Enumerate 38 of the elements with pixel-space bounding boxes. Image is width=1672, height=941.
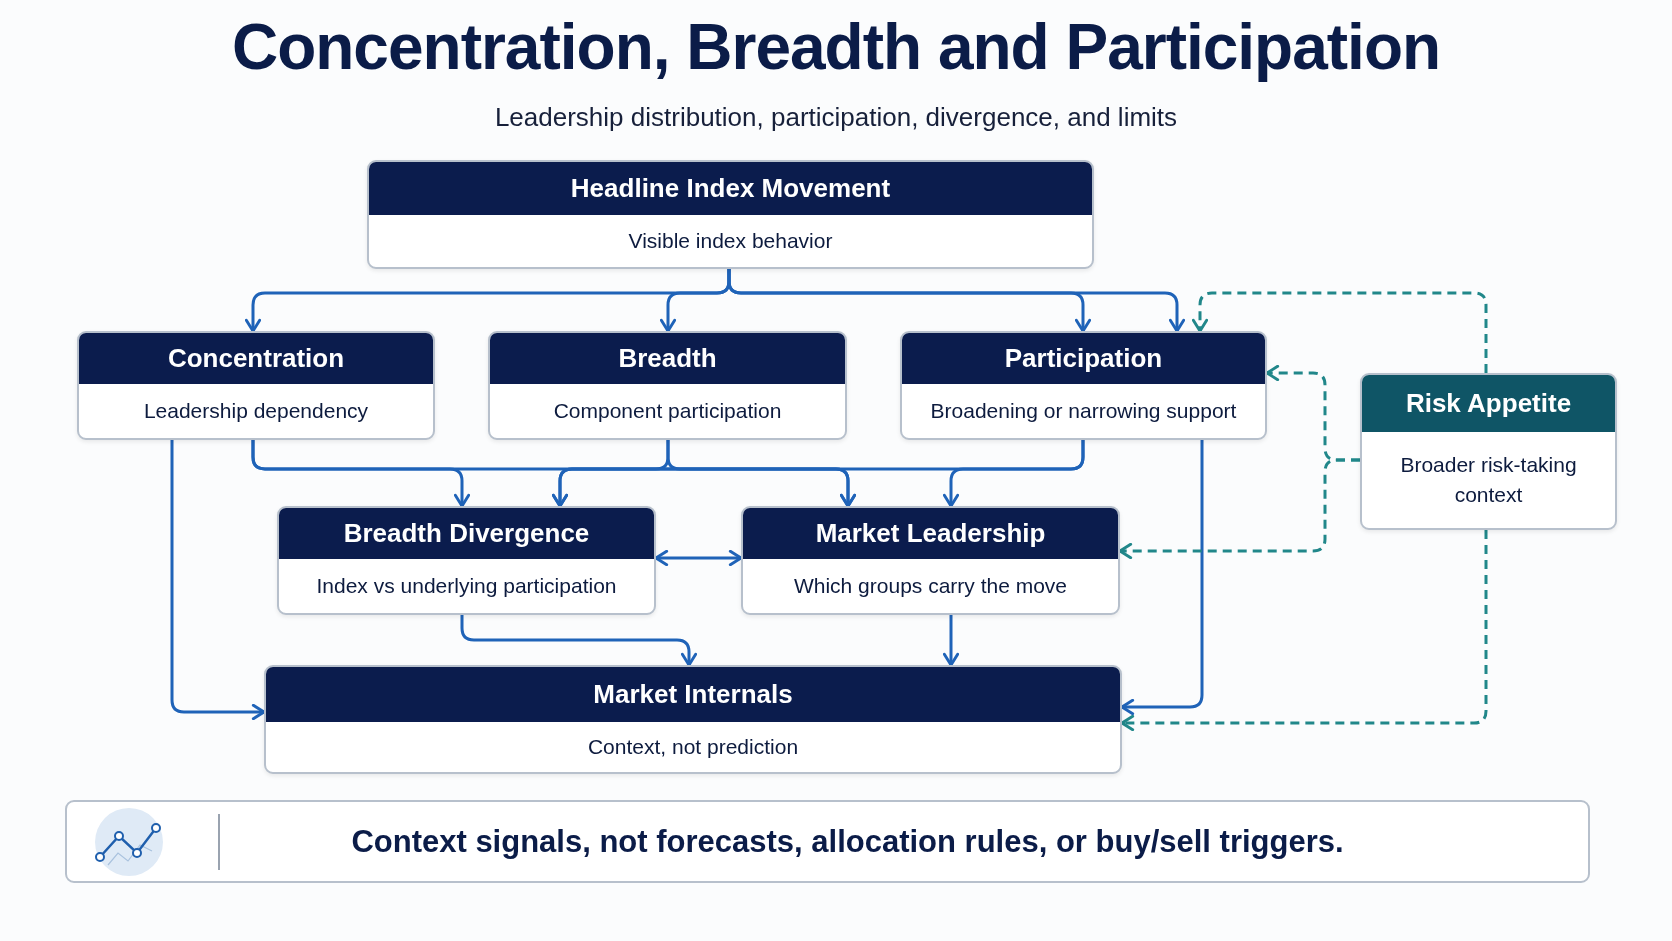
arrow xyxy=(942,440,1085,508)
card-description: Index vs underlying participation xyxy=(316,572,617,599)
diagram-title: Concentration, Breadth and Participation xyxy=(230,10,1442,84)
arrow xyxy=(942,615,960,667)
card-description: Broader risk-taking context xyxy=(1399,451,1578,508)
arrow xyxy=(654,549,743,567)
card-title: Risk Appetite xyxy=(1405,388,1572,419)
dashed-arrow xyxy=(1120,530,1488,732)
card-title: Headline Index Movement xyxy=(570,173,891,204)
card-description: Broadening or narrowing support xyxy=(930,397,1237,424)
process-card xyxy=(488,331,847,440)
arrow xyxy=(170,440,266,721)
card-title: Breadth xyxy=(618,343,717,374)
process-card xyxy=(277,506,656,615)
dashed-arrow xyxy=(1118,458,1360,560)
process-card xyxy=(1360,373,1617,530)
process-card xyxy=(367,160,1094,269)
card-title: Market Leadership xyxy=(815,518,1046,549)
card-title: Market Internals xyxy=(593,679,793,710)
card-title: Breadth Divergence xyxy=(343,518,590,549)
card-title: Participation xyxy=(1004,343,1163,374)
arrow xyxy=(1120,440,1204,716)
process-card xyxy=(77,331,435,440)
process-card xyxy=(264,665,1122,774)
arrow xyxy=(666,440,857,508)
arrow xyxy=(727,269,1186,333)
card-description: Visible index behavior xyxy=(628,227,833,254)
note-text: Context signals, not forecasts, allocation rules, or buy/sell triggers. xyxy=(351,823,1344,860)
note-banner xyxy=(65,800,1590,883)
process-card xyxy=(741,506,1120,615)
card-description: Context, not prediction xyxy=(587,733,799,760)
dashed-arrow xyxy=(1191,291,1488,373)
diagram-subtitle: Leadership distribution, participation, divergence, and limits xyxy=(493,102,1179,133)
card-title: Concentration xyxy=(167,343,345,374)
card-description: Which groups carry the move xyxy=(793,572,1068,599)
process-card xyxy=(900,331,1267,440)
card-description: Leadership dependency xyxy=(143,397,369,424)
card-description: Component participation xyxy=(553,397,782,424)
